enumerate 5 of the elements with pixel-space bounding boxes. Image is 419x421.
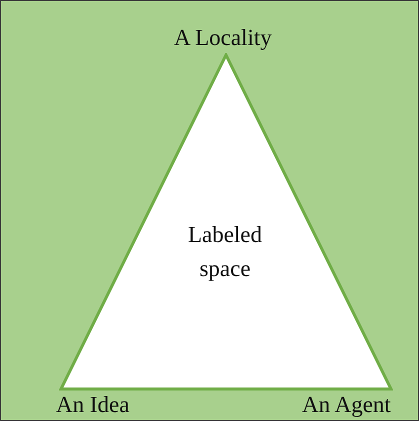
triangle-node [59, 53, 393, 391]
corner-label: A Locality [174, 25, 272, 51]
node-label: Labeled space [186, 221, 264, 283]
corner-label: An Agent [302, 392, 391, 418]
corner-label: An Idea [56, 392, 130, 418]
